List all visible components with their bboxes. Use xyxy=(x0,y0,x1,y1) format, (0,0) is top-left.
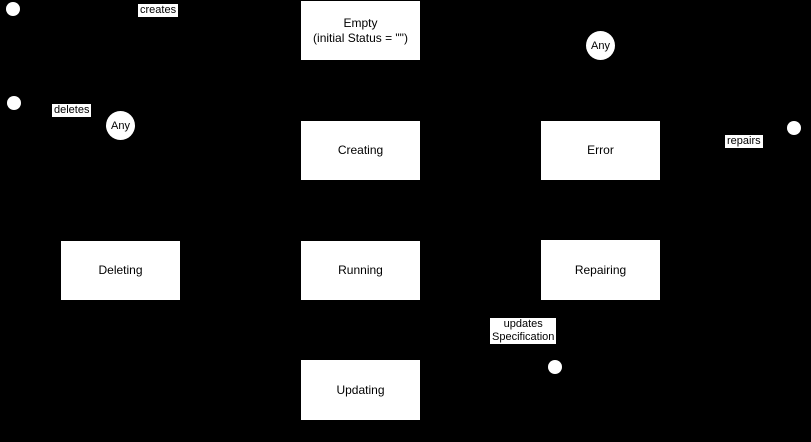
state-node-empty: Empty (initial Status = "") xyxy=(301,1,420,60)
edge-label-updates-line2: Specification xyxy=(492,331,555,343)
state-node-creating-label: Creating xyxy=(337,143,384,157)
state-node-error: Error xyxy=(541,121,660,180)
terminal-dot-creates-start xyxy=(6,2,20,16)
any-state-circle-left: Any xyxy=(106,111,135,140)
edge-label-repairs: repairs xyxy=(725,135,763,148)
state-node-empty-line1: Empty xyxy=(343,15,378,30)
any-state-circle-top: Any xyxy=(586,31,615,60)
state-node-deleting-label: Deleting xyxy=(98,263,143,277)
state-node-deleting: Deleting xyxy=(61,241,180,300)
edge-label-creates: creates xyxy=(138,4,179,17)
state-node-creating: Creating xyxy=(301,121,420,180)
state-node-empty-line2: (initial Status = "") xyxy=(313,30,408,45)
edge-label-updates-specification: updates Specification xyxy=(490,318,557,344)
any-state-circle-left-label: Any xyxy=(111,119,130,132)
terminal-dot-updates-end xyxy=(548,360,562,374)
terminal-dot-repairs-end xyxy=(787,121,801,135)
state-node-running: Running xyxy=(301,241,420,300)
state-node-repairing-label: Repairing xyxy=(574,262,627,277)
state-node-error-label: Error xyxy=(587,143,614,157)
state-node-running-label: Running xyxy=(338,263,383,277)
state-node-empty-label: Empty (initial Status = "") xyxy=(313,16,408,46)
edge-label-updates-line1: updates xyxy=(503,318,543,330)
state-node-updating-label: Updating xyxy=(336,382,385,397)
state-node-updating: Updating xyxy=(301,360,420,420)
terminal-dot-deletes-start xyxy=(7,96,21,110)
any-state-circle-top-label: Any xyxy=(591,39,610,52)
edge-label-deletes: deletes xyxy=(52,104,92,117)
state-node-repairing: Repairing xyxy=(541,240,660,300)
